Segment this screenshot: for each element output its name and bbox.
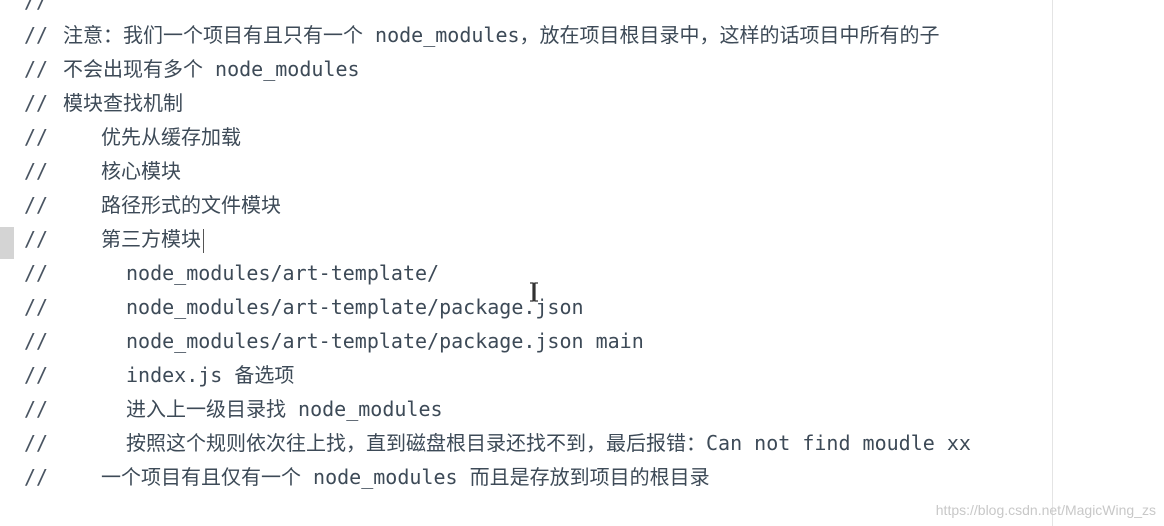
line-text-with-cursor: 第三方模块 <box>101 222 204 256</box>
code-line[interactable]: // <box>0 0 1164 18</box>
code-line[interactable]: // node_modules/art-template/ <box>0 256 1164 290</box>
comment-marker: // <box>24 465 49 489</box>
code-line[interactable]: // 进入上一级目录找 node_modules <box>0 392 1164 426</box>
watermark: https://blog.csdn.net/MagicWing_zs <box>935 502 1156 518</box>
comment-marker: // <box>24 397 49 421</box>
code-line[interactable]: // 不会出现有多个 node_modules <box>0 52 1164 86</box>
code-line[interactable]: // 注意：我们一个项目有且只有一个 node_modules，放在项目根目录中… <box>0 18 1164 52</box>
line-text: 一个项目有且仅有一个 node_modules 而且是存放到项目的根目录 <box>101 465 710 489</box>
line-text: 按照这个规则依次往上找，直到磁盘根目录还找不到，最后报错：Can not fin… <box>126 431 971 455</box>
code-line[interactable]: // 一个项目有且仅有一个 node_modules 而且是存放到项目的根目录 <box>0 460 1164 494</box>
comment-marker: // <box>24 329 49 353</box>
comment-marker: // <box>24 227 49 251</box>
line-text: 优先从缓存加载 <box>101 125 241 149</box>
comment-marker: // <box>24 295 49 319</box>
comment-marker: // <box>24 261 49 285</box>
line-text: 进入上一级目录找 node_modules <box>126 397 443 421</box>
print-margin-ruler <box>1052 0 1053 526</box>
comment-marker: // <box>24 363 49 387</box>
line-text: node_modules/art-template/package.json m… <box>126 329 644 353</box>
code-line[interactable]: // 按照这个规则依次往上找，直到磁盘根目录还找不到，最后报错：Can not … <box>0 426 1164 460</box>
code-line[interactable]: // 优先从缓存加载 <box>0 120 1164 154</box>
comment-marker: // <box>24 125 49 149</box>
line-text: 注意：我们一个项目有且只有一个 node_modules，放在项目根目录中，这样… <box>63 23 940 47</box>
ibeam-pointer-icon <box>530 282 538 302</box>
line-text: 模块查找机制 <box>63 91 183 115</box>
comment-marker: // <box>24 57 49 81</box>
comment-marker: // <box>24 91 49 115</box>
comment-marker: // <box>24 23 49 47</box>
code-lines[interactable]: // // 注意：我们一个项目有且只有一个 node_modules，放在项目根… <box>0 0 1164 494</box>
comment-marker: // <box>24 0 49 13</box>
comment-marker: // <box>24 193 49 217</box>
code-line[interactable]: // 路径形式的文件模块 <box>0 188 1164 222</box>
current-line-gutter-marker <box>0 227 14 259</box>
code-line[interactable]: // 模块查找机制 <box>0 86 1164 120</box>
line-text: 第三方模块 <box>101 227 201 251</box>
line-text: 不会出现有多个 node_modules <box>63 57 360 81</box>
comment-marker: // <box>24 431 49 455</box>
code-line[interactable]: // index.js 备选项 <box>0 358 1164 392</box>
code-line[interactable]: // node_modules/art-template/package.jso… <box>0 324 1164 358</box>
code-line[interactable]: // node_modules/art-template/package.jso… <box>0 290 1164 324</box>
text-cursor-icon <box>203 228 204 253</box>
line-text: node_modules/art-template/package.json <box>126 295 584 319</box>
code-line[interactable]: // 核心模块 <box>0 154 1164 188</box>
line-text: index.js 备选项 <box>126 363 295 387</box>
comment-marker: // <box>24 159 49 183</box>
line-text: 核心模块 <box>101 159 181 183</box>
code-line-current[interactable]: // 第三方模块 <box>0 222 1164 256</box>
line-text: 路径形式的文件模块 <box>101 193 281 217</box>
line-text: node_modules/art-template/ <box>126 261 440 285</box>
